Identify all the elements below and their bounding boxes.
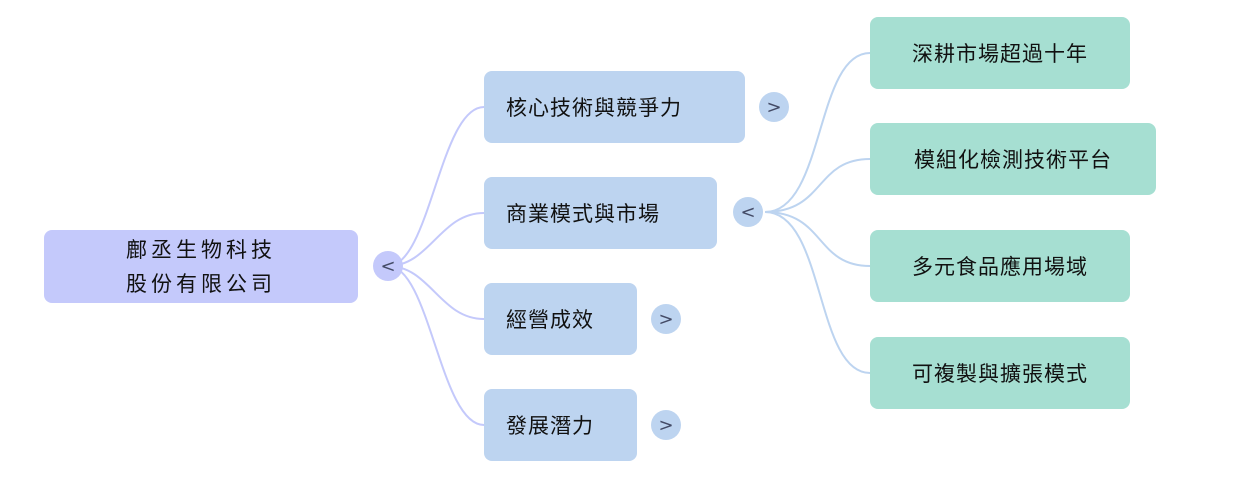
root-node-line-2: 股份有限公司 xyxy=(126,271,276,296)
connector-root-branch-4 xyxy=(387,265,485,426)
branch-node-potential[interactable]: 發展潛力 xyxy=(484,389,637,461)
connector-root-branch-1 xyxy=(387,106,485,267)
branch-collapse-toggle-business-model[interactable]: < xyxy=(733,197,763,227)
root-node[interactable]: 鄜丞生物科技 股份有限公司 xyxy=(44,230,358,303)
root-collapse-toggle[interactable]: < xyxy=(373,251,403,281)
leaf-node-modular-platform[interactable]: 模組化檢測技術平台 xyxy=(870,123,1156,195)
branch-node-label: 核心技術與競爭力 xyxy=(506,96,682,120)
branch-node-business-model[interactable]: 商業模式與市場 xyxy=(484,177,717,249)
connector-branch-leaf-1 xyxy=(764,52,871,213)
leaf-node-label: 深耕市場超過十年 xyxy=(912,42,1088,66)
leaf-node-label: 模組化檢測技術平台 xyxy=(914,148,1112,172)
connector-branch-leaf-4 xyxy=(764,211,871,374)
leaf-node-label: 可複製與擴張模式 xyxy=(912,362,1088,386)
branch-expand-toggle-operations[interactable]: > xyxy=(651,304,681,334)
connector-branch-leaf-3 xyxy=(764,211,871,267)
leaf-node-food-applications[interactable]: 多元食品應用場域 xyxy=(870,230,1130,302)
branch-node-label: 經營成效 xyxy=(506,308,594,332)
branch-node-label: 商業模式與市場 xyxy=(506,202,660,226)
connector-branch-leaf-2 xyxy=(764,158,871,213)
leaf-node-label: 多元食品應用場域 xyxy=(912,255,1088,279)
branch-node-label: 發展潛力 xyxy=(506,414,594,438)
leaf-node-scalable-model[interactable]: 可複製與擴張模式 xyxy=(870,337,1130,409)
root-node-line-1: 鄜丞生物科技 xyxy=(126,237,276,262)
branch-node-operations[interactable]: 經營成效 xyxy=(484,283,637,355)
branch-expand-toggle-core-tech[interactable]: > xyxy=(759,92,789,122)
branch-expand-toggle-potential[interactable]: > xyxy=(651,410,681,440)
branch-node-core-tech[interactable]: 核心技術與競爭力 xyxy=(484,71,745,143)
leaf-node-market-experience[interactable]: 深耕市場超過十年 xyxy=(870,17,1130,89)
